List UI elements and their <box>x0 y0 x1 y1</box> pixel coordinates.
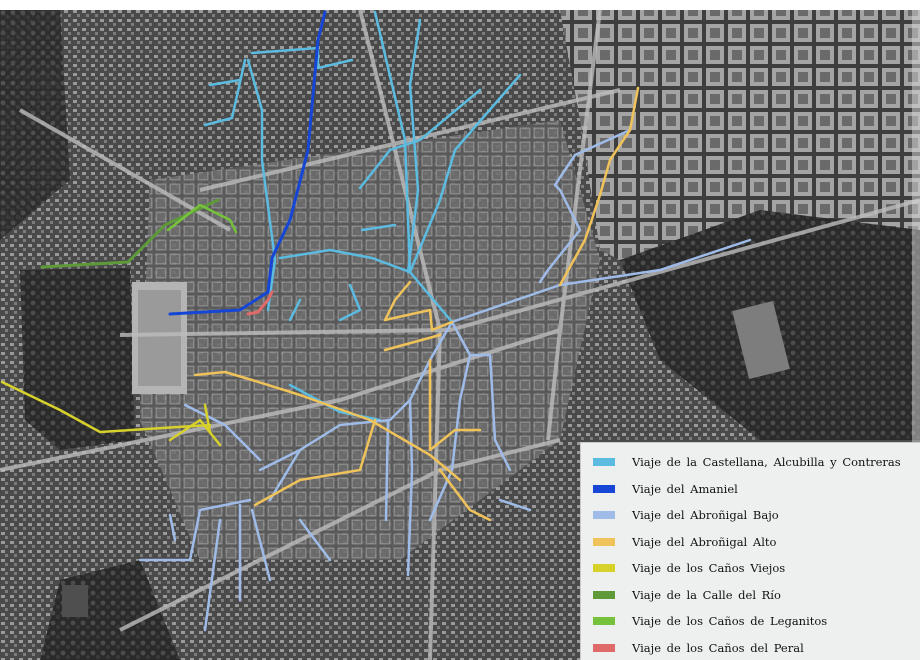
route-canos-peral <box>246 290 274 316</box>
legend-label: Viaje de los Caños del Peral <box>632 640 804 655</box>
route-castellana <box>203 10 522 422</box>
route-abronigal-alto <box>193 86 640 522</box>
legend-swatch <box>593 511 615 520</box>
legend-swatch <box>593 458 615 467</box>
legend-swatch <box>593 484 615 493</box>
legend-label: Viaje del Abroñigal Alto <box>632 534 777 549</box>
legend-label: Viaje de los Caños de Leganitos <box>632 614 828 629</box>
route-canos-viejos <box>0 380 222 447</box>
route-amaniel <box>168 10 327 316</box>
legend-label: Viaje de la Calle del Río <box>632 587 781 602</box>
legend-item-castellana: Viaje de la Castellana, Alcubilla y Cont… <box>581 449 920 476</box>
legend-swatch <box>593 564 615 573</box>
legend-label: Viaje de la Castellana, Alcubilla y Cont… <box>632 455 901 470</box>
legend-swatch <box>593 617 615 626</box>
legend-item-canos-peral: Viaje de los Caños del Peral <box>581 635 920 660</box>
map-legend: Viaje de la Castellana, Alcubilla y Cont… <box>580 442 920 660</box>
legend-label: Viaje del Abroñigal Bajo <box>632 508 779 523</box>
legend-swatch <box>593 590 615 599</box>
legend-item-abronigal-alto: Viaje del Abroñigal Alto <box>581 529 920 556</box>
legend-swatch <box>593 643 615 652</box>
legend-item-canos-viejos: Viaje de los Caños Viejos <box>581 555 920 582</box>
route-canos-leganitos <box>166 203 238 234</box>
legend-item-calle-del-rio: Viaje de la Calle del Río <box>581 582 920 609</box>
legend-label: Viaje de los Caños Viejos <box>632 561 786 576</box>
legend-item-abronigal-bajo: Viaje del Abroñigal Bajo <box>581 502 920 529</box>
legend-item-canos-leganitos: Viaje de los Caños de Leganitos <box>581 608 920 635</box>
legend-swatch <box>593 537 615 546</box>
legend-label: Viaje del Amaniel <box>632 481 738 496</box>
legend-item-amaniel: Viaje del Amaniel <box>581 476 920 503</box>
